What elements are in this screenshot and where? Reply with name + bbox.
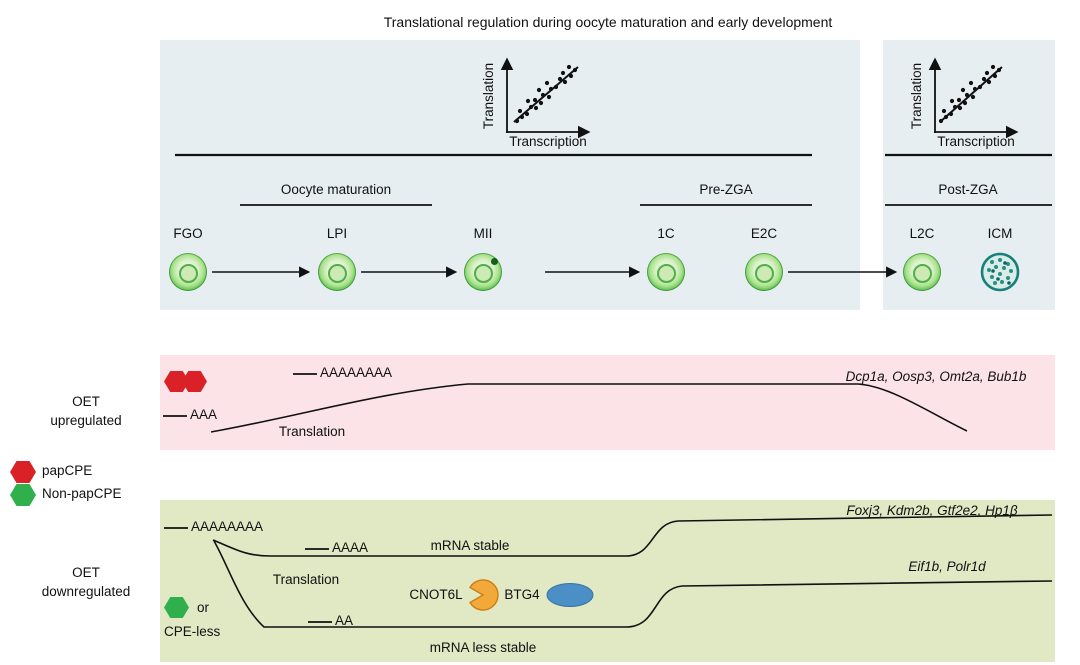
translation-label-down: Translation: [272, 572, 340, 587]
polya-aaaa-label: AAAA: [332, 540, 369, 555]
cell-icon-l2c: [903, 253, 941, 291]
nucleus: [179, 264, 198, 283]
scatter-right-x-label: Transcription: [937, 134, 1015, 149]
upregulated-genes: Dcp1a, Oosp3, Omt2a, Bub1b: [845, 369, 1027, 384]
legend-nonpapcpe-hexagon-icon: [10, 484, 36, 506]
polar-body-spot: [491, 258, 498, 265]
legend-papcpe-label: papCPE: [42, 463, 93, 478]
oet-downregulated-label-line1: OET: [72, 565, 100, 580]
less-stable-genes: Eif1b, Polr1d: [908, 559, 986, 574]
cpe-less-label: CPE-less: [164, 624, 221, 639]
scatter-right-y-label: Translation: [909, 62, 924, 130]
mrna-less-stable-label: mRNA less stable: [429, 640, 537, 655]
oet-downregulated-label-line2: downregulated: [41, 584, 131, 599]
stage-label-e2c: E2C: [750, 226, 778, 241]
stage-label-l2c: L2C: [909, 226, 935, 241]
nucleus: [474, 264, 493, 283]
cell-icon-icm: [980, 252, 1020, 292]
legend-papcpe-hexagon-icon: [10, 461, 36, 483]
cell-icon-e2c: [745, 253, 783, 291]
nucleus: [755, 264, 774, 283]
polya-aaaaaaaa-label-down: AAAAAAAA: [191, 519, 264, 534]
btg4-label: BTG4: [504, 587, 540, 602]
figure-title: Translational regulation during oocyte m…: [383, 14, 833, 30]
stage-label-1c: 1C: [657, 226, 675, 241]
cnot6l-label: CNOT6L: [409, 587, 463, 602]
polya-aaa-label: AAA: [190, 407, 218, 422]
polya-aaaaaaaa-label: AAAAAAAA: [320, 365, 393, 380]
nucleus: [328, 264, 347, 283]
timeline-panel: [160, 40, 860, 310]
stage-label-mii: MII: [473, 226, 493, 241]
stage-label-lpi: LPI: [326, 226, 348, 241]
stage-label-icm: ICM: [987, 226, 1013, 241]
phase-oocyte-maturation: Oocyte maturation: [280, 182, 392, 197]
papcpe-hexagon-icon: [182, 371, 207, 392]
phase-post-zga: Post-ZGA: [938, 182, 998, 197]
cpe-less-hexagon-icon: [164, 597, 189, 618]
papcpe-hexagon-icon: [164, 371, 189, 392]
nucleus: [657, 264, 676, 283]
mrna-stable-label: mRNA stable: [430, 538, 510, 553]
scatter-left-x-label: Transcription: [509, 134, 587, 149]
cell-icon-lpi: [318, 253, 356, 291]
stable-genes: Foxj3, Kdm2b, Gtf2e2, Hp1β: [846, 503, 1018, 518]
oet-upregulated-label-line2: upregulated: [50, 413, 122, 428]
icm-blastocyst-icon: [980, 252, 1020, 292]
cell-icon-1c: [647, 253, 685, 291]
or-label: or: [197, 600, 210, 615]
oet-upregulated-label-line1: OET: [72, 394, 100, 409]
stage-label-fgo: FGO: [173, 226, 203, 241]
legend-nonpapcpe-label: Non-papCPE: [42, 486, 122, 501]
phase-pre-zga: Pre-ZGA: [699, 182, 753, 197]
nucleus: [913, 264, 932, 283]
translation-label-up: Translation: [278, 424, 346, 439]
scatter-left-y-label: Translation: [481, 62, 496, 130]
cell-icon-mii: [464, 253, 502, 291]
polya-aa-label: AA: [335, 613, 354, 628]
cell-icon-fgo: [169, 253, 207, 291]
